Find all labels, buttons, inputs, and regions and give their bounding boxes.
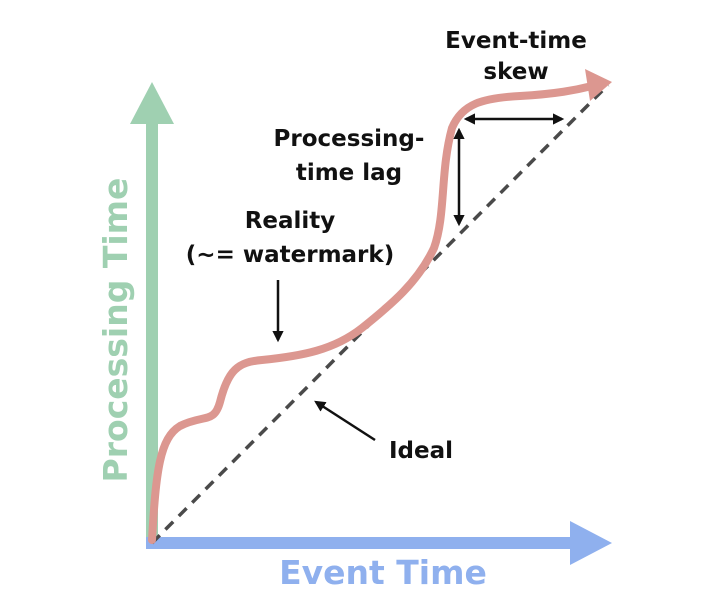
y-axis-label: Processing Time bbox=[96, 178, 135, 483]
processing-time-lag-label-line1: Processing- bbox=[274, 126, 425, 152]
reality-label-line2: (~= watermark) bbox=[186, 242, 394, 268]
event-time-skew-label-line2: skew bbox=[483, 59, 548, 85]
ideal-pointer-arrow bbox=[314, 400, 376, 442]
event-time-skew-label-line1: Event-time bbox=[445, 28, 587, 54]
reality-arrowhead bbox=[585, 69, 612, 101]
x-axis-label: Event Time bbox=[279, 553, 487, 592]
x-axis bbox=[146, 521, 612, 565]
processing-time-lag-label-line2: time lag bbox=[296, 160, 402, 186]
y-axis bbox=[130, 82, 174, 543]
ideal-label: Ideal bbox=[389, 438, 453, 464]
reality-curve bbox=[148, 82, 596, 544]
reality-label-line1: Reality bbox=[245, 208, 336, 234]
